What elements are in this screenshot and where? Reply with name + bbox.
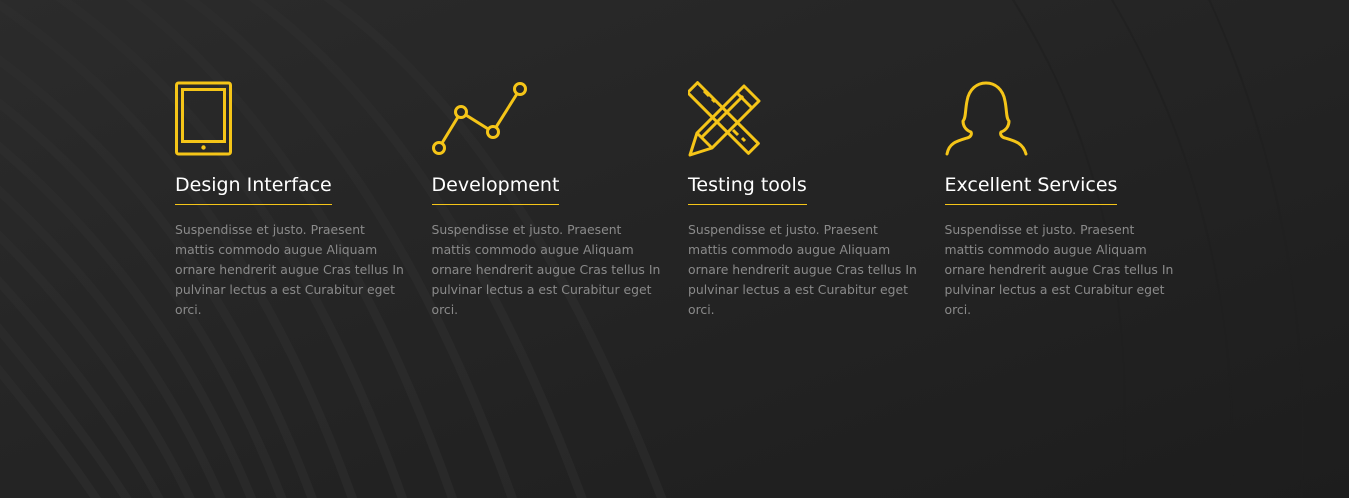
feature-card: Development Suspendisse et justo. Praese… bbox=[431, 81, 689, 320]
feature-card: Testing tools Suspendisse et justo. Prae… bbox=[688, 81, 945, 320]
person-icon bbox=[945, 81, 1027, 156]
feature-title: Design Interface bbox=[175, 174, 332, 205]
feature-title: Development bbox=[431, 174, 560, 205]
feature-description: Suspendisse et justo. Praesent mattis co… bbox=[688, 222, 917, 317]
feature-description: Suspendisse et justo. Praesent mattis co… bbox=[431, 222, 661, 317]
feature-card: Excellent Services Suspendisse et justo.… bbox=[944, 81, 1202, 320]
pencil-ruler-icon bbox=[688, 81, 761, 157]
tablet-icon bbox=[175, 81, 232, 156]
feature-description: Suspendisse et justo. Praesent mattis co… bbox=[175, 222, 404, 317]
features-row: Design Interface Suspendisse et justo. P… bbox=[175, 81, 1201, 320]
feature-card: Design Interface Suspendisse et justo. P… bbox=[175, 81, 432, 320]
feature-title: Excellent Services bbox=[944, 174, 1118, 205]
feature-description: Suspendisse et justo. Praesent mattis co… bbox=[944, 222, 1174, 317]
line-chart-icon bbox=[431, 82, 527, 155]
feature-title: Testing tools bbox=[688, 174, 807, 205]
